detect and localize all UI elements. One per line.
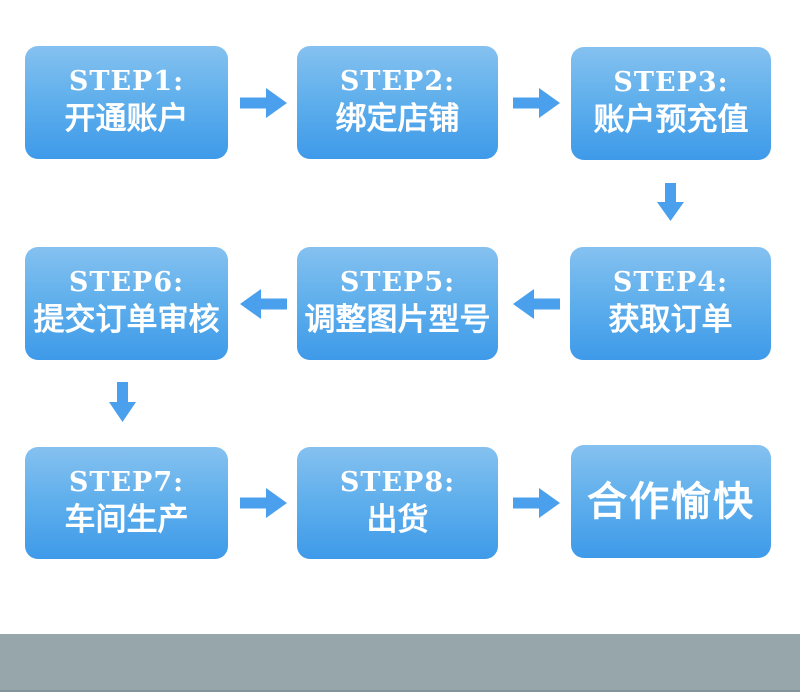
step-label: STEP8: — [339, 466, 456, 498]
final-box: 合作愉快 — [571, 445, 771, 558]
step-label: STEP2: — [339, 66, 456, 98]
step-label: STEP3: — [613, 67, 729, 99]
arrow-right-icon — [513, 488, 560, 518]
step-title: 车间生产 — [64, 501, 189, 538]
step-box-7: STEP7: 车间生产 — [25, 447, 228, 559]
step-title: 账户预充值 — [593, 102, 749, 139]
step-title: 开通账户 — [64, 101, 189, 138]
step-title: 调整图片型号 — [304, 302, 491, 339]
arrow-right-icon — [240, 488, 287, 518]
step-box-4: STEP4: 获取订单 — [570, 247, 771, 360]
final-label: 合作愉快 — [587, 478, 755, 525]
step-label: STEP7: — [68, 466, 185, 498]
step-title: 出货 — [366, 501, 429, 538]
arrow-down-icon — [109, 382, 136, 422]
step-title: 获取订单 — [608, 302, 733, 339]
step-title: 绑定店铺 — [335, 101, 460, 138]
arrow-left-icon — [240, 289, 287, 319]
step-label: STEP5: — [339, 267, 456, 299]
step-box-2: STEP2: 绑定店铺 — [297, 46, 498, 159]
arrow-right-icon — [240, 88, 287, 118]
step-box-8: STEP8: 出货 — [297, 447, 498, 559]
step-label: STEP1: — [68, 66, 185, 98]
step-box-3: STEP3: 账户预充值 — [571, 47, 771, 160]
arrow-down-icon — [657, 183, 684, 221]
step-label: STEP4: — [612, 267, 729, 299]
step-box-1: STEP1: 开通账户 — [25, 46, 228, 159]
arrow-left-icon — [513, 289, 560, 319]
step-box-5: STEP5: 调整图片型号 — [297, 247, 498, 360]
step-label: STEP6: — [68, 267, 185, 299]
arrow-right-icon — [513, 88, 560, 118]
step-box-6: STEP6: 提交订单审核 — [25, 247, 228, 360]
footer-bar — [0, 634, 800, 692]
step-title: 提交订单审核 — [33, 302, 220, 339]
